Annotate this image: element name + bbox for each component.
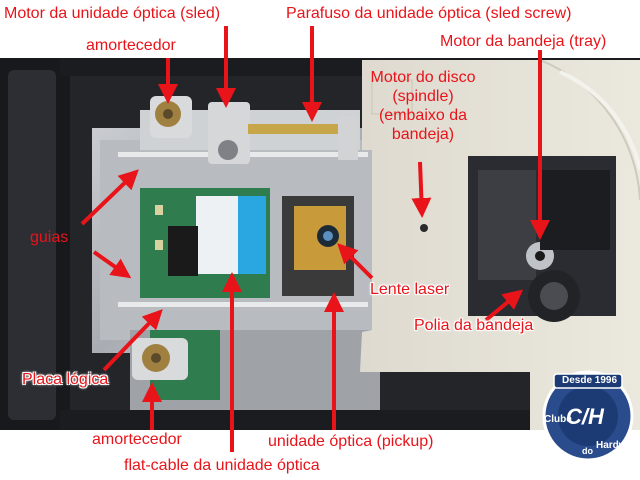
label-spindle-line-2: (spindle)	[392, 88, 454, 105]
label-spindle-line-1: Motor do disco	[370, 69, 476, 86]
badge-name-bottom: Hardware	[596, 440, 640, 451]
label-damper-top: amortecedor	[86, 37, 176, 54]
annotation-arrows	[80, 26, 550, 452]
label-spindle-line-3: (embaixo da	[378, 107, 468, 124]
arrow-spindle	[411, 161, 432, 218]
arrow-guide-upper	[80, 169, 139, 226]
badge-name-mid: do	[582, 446, 593, 456]
tray-mechanism	[468, 156, 616, 322]
badge-logo: C/H	[566, 404, 604, 429]
arrow-guide-lower	[92, 250, 132, 279]
label-laser-lens: Lente laser	[370, 281, 450, 298]
sled-motor	[208, 102, 250, 164]
label-tray-pulley: Polia da bandeja	[414, 317, 534, 334]
label-damper-bottom: amortecedor	[92, 431, 182, 448]
label-logic-board: Placa lógica	[22, 371, 109, 388]
arrow-laser	[337, 243, 374, 280]
label-sled-screw: Parafuso da unidade óptica (sled screw)	[286, 5, 572, 22]
label-pickup: unidade óptica (pickup)	[268, 433, 434, 450]
label-spindle-motor: Motor do disco (spindle) (embaixo da ban…	[366, 68, 480, 144]
label-spindle-line-4: bandeja)	[391, 126, 455, 143]
badge-since: Desde 1996	[562, 375, 618, 386]
badge-shape	[542, 370, 634, 462]
arrow-pulley	[484, 289, 524, 322]
flat-cable	[168, 196, 266, 276]
damper-top	[150, 96, 192, 138]
label-guides: guias	[30, 229, 69, 246]
arrow-logic-board	[102, 309, 163, 372]
badge-name-top: Clube	[544, 414, 572, 425]
optical-pickup	[282, 196, 354, 296]
label-tray-motor: Motor da bandeja (tray)	[440, 33, 607, 50]
label-sled-motor: Motor da unidade óptica (sled)	[4, 5, 221, 22]
damper-bottom	[132, 338, 188, 380]
sled-screw	[248, 116, 358, 160]
label-flat-cable: flat-cable da unidade óptica	[124, 457, 320, 474]
clube-do-hardware-badge: Desde 1996 C/H Clube do Hardware	[540, 358, 640, 468]
